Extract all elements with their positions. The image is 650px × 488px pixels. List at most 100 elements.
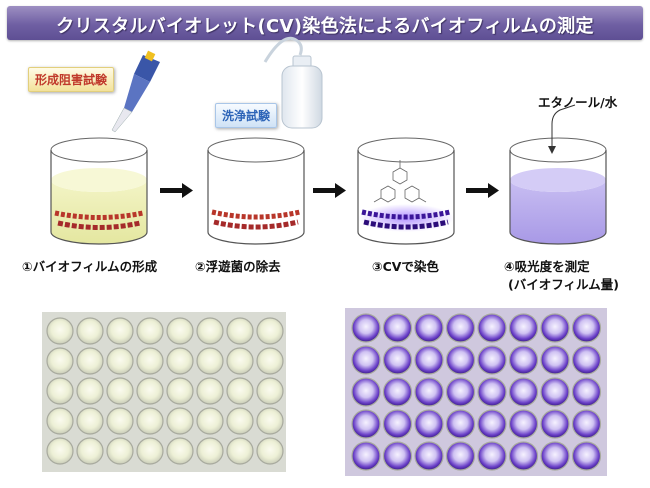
plate-well [226,407,254,435]
plate-well [136,317,164,345]
plate-well [136,407,164,435]
plate-well [76,377,104,405]
plate-well [46,437,74,465]
plate-well [166,317,194,345]
plate-well [382,441,413,471]
plate-well [136,377,164,405]
plate-well [571,345,602,375]
plate-well [445,377,476,407]
plate-well [166,437,194,465]
plate-well [477,441,507,471]
plate-well [540,441,570,471]
plate-well [226,437,254,465]
washing-assay-tag: 洗浄試験 [215,103,278,128]
plate-well [540,345,570,375]
plate-well [477,345,507,375]
plate-well [106,347,134,375]
plate-well [76,317,104,345]
plate-well [382,409,413,439]
plate-well [196,407,224,435]
plate-well [76,407,104,435]
plate-well [382,345,413,375]
plate-well [445,441,476,471]
plate-well [508,409,539,439]
plate-well [414,441,444,471]
beaker-cv-staining [357,137,455,245]
plate-well [196,377,224,405]
plate-photo-unstained [42,312,286,472]
plate-well [351,345,381,375]
plate-well [445,345,476,375]
plate-well [508,313,539,343]
plate-well [540,377,570,407]
plate-well [351,441,381,471]
plate-well [414,345,444,375]
plate-well [196,317,224,345]
wash-bottle-icon [263,36,323,129]
plate-well [571,313,602,343]
process-arrow [313,183,346,198]
title-banner: クリスタルバイオレット(CV)染色法によるバイオフィルムの測定 [7,6,643,40]
plate-well [414,377,444,407]
plate-well [477,409,507,439]
formation-assay-tag: 形成阻害試験 [28,67,115,92]
plate-well [136,437,164,465]
plate-well [414,313,444,343]
plate-well [106,377,134,405]
plate-well [166,377,194,405]
plate-well [256,317,284,345]
plate-well [382,377,413,407]
plate-well [46,317,74,345]
plate-well [414,409,444,439]
plate-well [46,377,74,405]
beaker-biofilm-formation [50,137,148,245]
solvent-label: エタノール/水 [538,95,618,110]
plate-well [256,407,284,435]
step-4-sublabel: (バイオフィルム量) [508,277,619,292]
plate-well [540,313,570,343]
step-1-label: ①バイオフィルムの形成 [22,259,158,274]
plate-well [256,377,284,405]
plate-well [226,347,254,375]
step-3-label: ③CVで染色 [372,259,439,274]
plate-well [166,407,194,435]
step-4-label: ④吸光度を測定 [504,259,590,274]
process-arrow [466,183,499,198]
crystal-violet-structure-icon [373,160,427,203]
plate-well [196,347,224,375]
plate-well [106,437,134,465]
plate-well [106,407,134,435]
plate-well [136,347,164,375]
plate-well [166,347,194,375]
plate-well [256,347,284,375]
plate-well [571,441,602,471]
plate-well [508,441,539,471]
plate-well [226,317,254,345]
plate-well [351,409,381,439]
page-title: クリスタルバイオレット(CV)染色法によるバイオフィルムの測定 [56,16,594,37]
beaker-planktonic-removal [207,137,305,245]
plate-well [540,409,570,439]
plate-well [477,313,507,343]
solvent-pointer-arrow [551,104,576,152]
plate-well [508,377,539,407]
process-diagram [50,36,607,245]
pipette-icon [111,50,160,133]
process-arrow [160,183,193,198]
plate-well [76,347,104,375]
plate-well [196,437,224,465]
plate-well [382,313,413,343]
plate-photo-stained [345,308,607,476]
plate-well [76,437,104,465]
plate-well [351,377,381,407]
plate-well [477,377,507,407]
plate-well [351,313,381,343]
plate-well [46,347,74,375]
plate-well [508,345,539,375]
plate-well [106,317,134,345]
plate-well [571,409,602,439]
beaker-absorbance [509,104,607,245]
step-2-label: ②浮遊菌の除去 [195,259,281,274]
plate-well [571,377,602,407]
plate-well [445,409,476,439]
